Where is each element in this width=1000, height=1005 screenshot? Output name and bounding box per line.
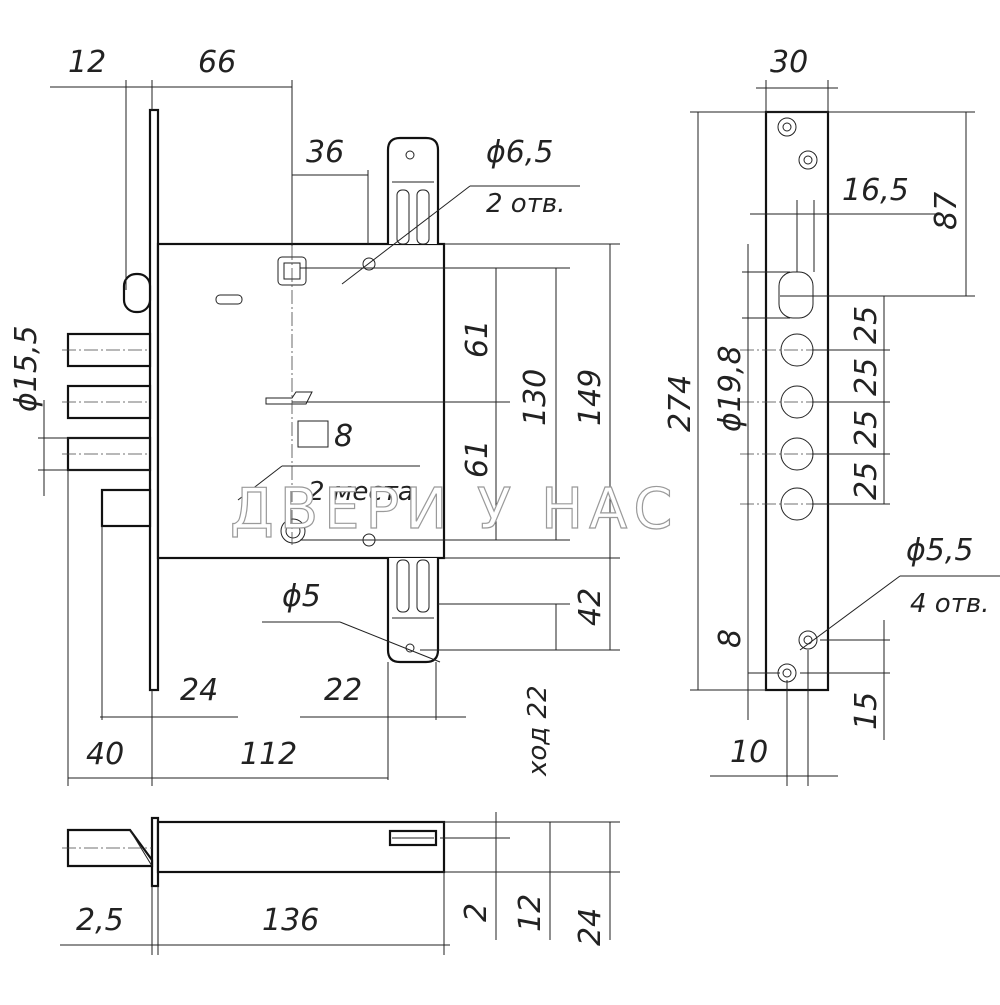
strike-width-30: 30 xyxy=(770,45,808,80)
dim-130: 130 xyxy=(518,369,553,426)
hole-diameter-6-5: ϕ6,5 xyxy=(486,135,554,170)
strike-pitch-25-c: 25 xyxy=(849,410,884,448)
strike-hole-diameter-5-5: ϕ5,5 xyxy=(906,533,974,568)
dim-42: 42 xyxy=(573,588,608,626)
strike-dim-87: 87 xyxy=(929,192,964,230)
strike-labels: 30 16,5 87 274 ϕ19,8 25 25 25 25 ϕ5,5 4 … xyxy=(663,45,989,770)
square-8-label: 8 xyxy=(334,419,353,454)
square-8-icon xyxy=(297,420,329,448)
front-labels: 12 66 36 ϕ6,5 2 отв. 61 130 149 61 ϕ15,5… xyxy=(9,45,608,777)
bottom-labels: 2,5 136 2 12 24 xyxy=(76,894,608,946)
dim-2: 2 xyxy=(459,903,494,922)
bottom-view xyxy=(60,812,620,955)
hole-count-2: 2 отв. xyxy=(486,189,565,219)
strike-dim-15: 15 xyxy=(849,692,884,730)
dim-136: 136 xyxy=(262,903,319,938)
dim-12-side: 12 xyxy=(513,894,548,932)
hole-diameter-5: ϕ5 xyxy=(282,579,321,614)
dim-66: 66 xyxy=(198,45,236,80)
strike-hole-count-4: 4 отв. xyxy=(910,589,989,619)
dim-12: 12 xyxy=(68,45,106,80)
dim-24-side: 24 xyxy=(573,908,608,946)
watermark: ДВЕРИ У НАС xyxy=(230,477,678,542)
front-view xyxy=(62,108,446,692)
cylinder-hole xyxy=(280,518,306,544)
dim-22-bottom: 22 xyxy=(324,673,362,708)
strike-plate-view xyxy=(740,110,830,692)
dim-112: 112 xyxy=(240,737,297,772)
top-latch xyxy=(386,136,440,245)
front-dimensions xyxy=(38,80,620,786)
strike-pitch-25-b: 25 xyxy=(849,358,884,396)
dim-24-bottom: 24 xyxy=(180,673,218,708)
strike-dim-16-5: 16,5 xyxy=(842,173,909,208)
strike-plate xyxy=(764,110,830,692)
strike-pitch-25-d: 25 xyxy=(849,462,884,500)
lock-body xyxy=(156,242,446,560)
latch-slot xyxy=(778,271,814,319)
places-2: 2 места xyxy=(308,477,414,507)
dim-40: 40 xyxy=(86,737,124,772)
strike-pitch-25-a: 25 xyxy=(849,306,884,344)
dim-149: 149 xyxy=(573,369,608,426)
bottom-latch xyxy=(386,558,440,664)
dim-61-upper: 61 xyxy=(460,320,495,358)
bolt-diameter-15-5: ϕ15,5 xyxy=(9,325,44,412)
strike-hole-diameter-19-8: ϕ19,8 xyxy=(713,345,748,432)
stroke-22: ход 22 xyxy=(523,685,553,777)
dim-2-5: 2,5 xyxy=(76,903,124,938)
bolts xyxy=(66,272,152,528)
strike-dim-8: 8 xyxy=(713,629,748,648)
strike-dim-10: 10 xyxy=(730,735,768,770)
strike-dimensions xyxy=(690,80,1000,786)
dim-36: 36 xyxy=(306,135,344,170)
faceplate xyxy=(148,108,160,692)
strike-height-274: 274 xyxy=(663,375,698,432)
dim-61-lower: 61 xyxy=(460,440,495,478)
